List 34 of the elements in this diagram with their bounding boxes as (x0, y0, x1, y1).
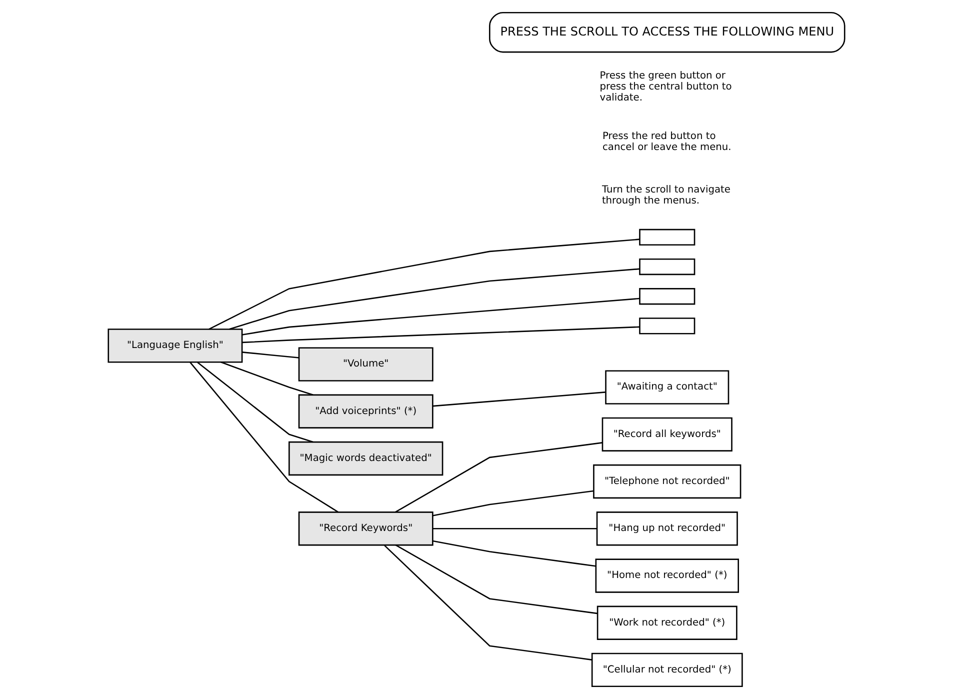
node-box: "Add voiceprints" (*) (298, 394, 434, 428)
connector (242, 326, 640, 344)
node-box: "Language English" (108, 328, 243, 363)
node-box: "Volume" (298, 347, 434, 382)
node-box: "Home not recorded" (*) (595, 558, 739, 593)
node-box: "Work not recorded" (*) (596, 606, 738, 640)
connector (242, 298, 640, 336)
connector (432, 540, 596, 567)
connector (384, 544, 592, 660)
node-box (639, 228, 696, 246)
node-box: "Telephone not recorded" (593, 464, 742, 499)
connector (395, 544, 598, 614)
connector (242, 352, 299, 358)
connector (229, 268, 640, 330)
node-box: "Record Keywords" (298, 512, 434, 546)
node-box (639, 318, 696, 334)
connector (432, 528, 597, 530)
node-box: "Hang up not recorded" (596, 512, 738, 546)
connector (395, 442, 602, 513)
node-box: "Cellular not recorded" (*) (591, 652, 743, 688)
label: Turn the scroll to navigate through the menus. (602, 184, 730, 206)
node-box: "Record all keywords" (602, 417, 732, 452)
connector (190, 362, 339, 513)
connector (432, 490, 594, 516)
node-box (639, 258, 696, 276)
connector (220, 362, 314, 396)
node-box: PRESS THE SCROLL TO ACCESS THE FOLLOWING MENU (488, 12, 846, 53)
node-box: "Awaiting a contact" (605, 370, 730, 404)
node-box: "Magic words deactivated" (288, 441, 444, 476)
connector (432, 392, 606, 407)
label: Press the red button to cancel or leave the menu. (602, 130, 732, 153)
connector (208, 238, 640, 330)
label: Press the green button or press the central button to validate. (600, 70, 732, 104)
node-box (639, 288, 696, 305)
